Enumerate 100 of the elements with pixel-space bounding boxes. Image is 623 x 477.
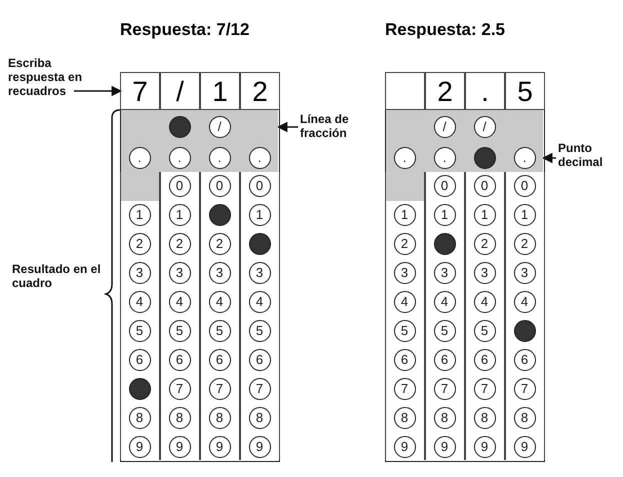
answer-bubble: 4 [248,291,270,313]
answer-bubble: 1 [394,204,416,226]
bubble-column [200,172,240,460]
bubble-column [505,172,545,460]
answer-bubble: 3 [434,262,456,284]
answer-bubble: 9 [434,436,456,458]
callout-text: Escriba respuesta en recuadros [8,56,100,98]
answer-bubble: . [248,146,270,168]
answer-bubble: 3 [474,262,496,284]
answer-bubble: 8 [474,407,496,429]
answer-bubble: 1 [128,204,150,226]
answer-bubble: 6 [128,349,150,371]
answer-box: 5 [505,72,545,110]
answer-bubble: 4 [168,291,190,313]
answer-bubble: 2 [394,233,416,255]
answer-box: 2 [240,72,280,110]
answer-bubble: . [208,146,230,168]
answer-bubble: 4 [514,291,536,313]
answer-bubble: 6 [208,349,230,371]
answer-bubble: 0 [168,175,190,197]
bubble-column [160,172,200,460]
answer-bubble: 0 [514,175,536,197]
answer-bubble: 5 [474,320,496,342]
arrow [74,86,122,96]
answer-bubble: 8 [128,407,150,429]
answer-bubble: . [514,146,536,168]
answer-bubble: 1 [248,204,270,226]
answer-bubble: 7 [474,378,496,400]
answer-bubble: 6 [248,349,270,371]
answer-bubble: 6 [434,349,456,371]
answer-bubble: 3 [208,262,230,284]
answer-box: . [465,72,505,110]
answer-bubble: 1 [514,204,536,226]
answer-bubble: 4 [208,291,230,313]
answer-bubble: 9 [168,436,190,458]
answer-box: 2 [425,72,465,110]
answer-bubble: 6 [474,349,496,371]
answer-bubble: 4 [128,291,150,313]
answer-bubble: . [128,146,150,168]
answer-bubble: . [434,146,456,168]
bubble-column [120,172,160,460]
answer-bubble: 0 [208,175,230,197]
answer-bubble: 1 [474,204,496,226]
answer-bubble: . [394,146,416,168]
answer-bubble: 9 [474,436,496,458]
answer-bubble: 9 [514,436,536,458]
answer-bubble: 8 [434,407,456,429]
answer-bubble: . [168,146,190,168]
answer-bubble: 2 [208,233,230,255]
answer-bubble: 5 [434,320,456,342]
answer-bubble: 7 [248,378,270,400]
bubble-column [385,172,425,460]
answer-bubble: 7 [168,378,190,400]
answer-bubble: 5 [208,320,230,342]
answer-bubble: 0 [248,175,270,197]
shaded-row [121,144,278,172]
answer-bubble: 8 [208,407,230,429]
shaded-row [386,144,543,172]
shaded-row [386,110,543,144]
answer-box: 7 [120,72,160,110]
answer-bubble: / [434,116,456,138]
answer-bubble: 9 [208,436,230,458]
answer-bubble: 5 [128,320,150,342]
answer-bubble: 3 [168,262,190,284]
answer-bubble: 5 [168,320,190,342]
callout-text: Punto decimal [558,141,620,169]
answer-bubble: 2 [514,233,536,255]
bubble-column [465,172,505,460]
answer-bubble: 4 [434,291,456,313]
answer-bubble: 5 [248,320,270,342]
answer-bubble: 2 [474,233,496,255]
answer-bubble: 7 [208,378,230,400]
answer-bubble: 3 [514,262,536,284]
answer-bubble: 7 [434,378,456,400]
answer-bubble: 8 [514,407,536,429]
answer-bubble: 4 [394,291,416,313]
answer-bubble: 9 [394,436,416,458]
answer-bubble: 3 [128,262,150,284]
answer-bubble: 9 [248,436,270,458]
bubble-column [425,172,465,460]
answer-bubble: 7 [514,378,536,400]
answer-bubble: 8 [248,407,270,429]
answer-bubble: 0 [474,175,496,197]
answer-bubble: 6 [168,349,190,371]
grid-heading: Respuesta: 7/12 [120,20,250,40]
answer-bubble: 9 [128,436,150,458]
answer-bubble: 8 [168,407,190,429]
callout-text: Línea de fracción [300,112,380,140]
answer-bubble: 1 [168,204,190,226]
answer-box: / [160,72,200,110]
answer-bubble: / [208,116,230,138]
answer-bubble: 7 [394,378,416,400]
callout-text: Resultado en el cuadro [12,262,102,290]
grid-heading: Respuesta: 2.5 [385,20,505,40]
answer-bubble: 8 [394,407,416,429]
answer-box: 1 [200,72,240,110]
answer-bubble: 0 [434,175,456,197]
answer-bubble: 3 [394,262,416,284]
answer-bubble: 5 [394,320,416,342]
answer-bubble: / [474,116,496,138]
